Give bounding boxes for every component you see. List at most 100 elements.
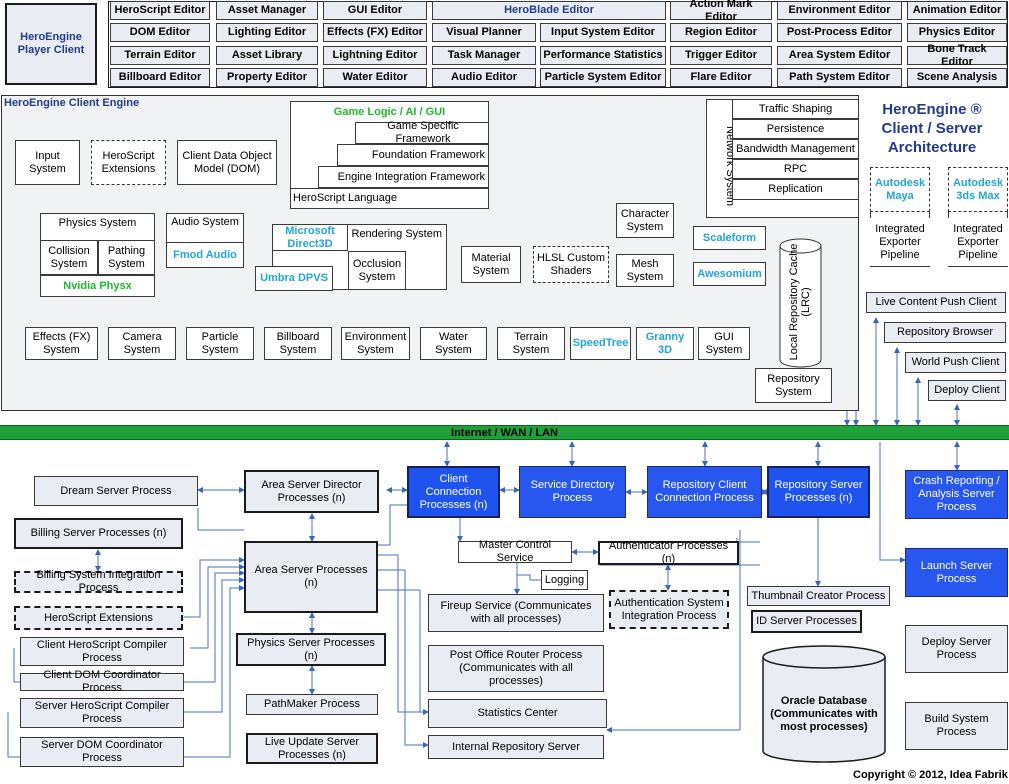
tool-environment-editor[interactable]: Environment Editor: [777, 1, 902, 20]
pathing-system: Pathing System: [98, 240, 155, 275]
server-label: Area Server Director Processes (n): [261, 478, 362, 504]
tool-label: Action Mark Editor: [689, 0, 753, 23]
logging-document: Logging: [541, 570, 588, 590]
player-client-box: HeroEngine Player Client: [5, 3, 97, 85]
subsystem-label: Billboard System: [276, 330, 320, 356]
3dsmax-label: Autodesk 3ds Max: [952, 176, 1004, 202]
gui-system: GUI System: [698, 327, 750, 360]
world-push-client[interactable]: World Push Client: [905, 352, 1006, 373]
server-label: Repository Client Connection Process: [655, 479, 754, 504]
tool-scene-analysis[interactable]: Scene Analysis: [907, 68, 1007, 87]
material-system: Material System: [461, 246, 521, 283]
tool-area-system-editor[interactable]: Area System Editor: [777, 46, 902, 65]
tool-property-editor[interactable]: Property Editor: [216, 68, 318, 87]
layer-label: Foundation Framework: [371, 148, 485, 161]
environment-system: Environment System: [341, 327, 410, 360]
deploy-client[interactable]: Deploy Client: [928, 380, 1006, 401]
tool-gui-editor[interactable]: GUI Editor: [323, 1, 427, 20]
repository-server-processes: Repository Server Processes (n): [767, 466, 870, 518]
tool-label: Bone Track Editor: [927, 42, 987, 68]
nvidia-physx-label: Nvidia Physx: [63, 279, 132, 292]
microsoft-direct3d: Microsoft Direct3D: [272, 224, 348, 251]
maya-pipeline-label: Integrated Exporter Pipeline: [875, 222, 925, 261]
server-label: Master Control Service: [478, 539, 552, 564]
tool-label: Visual Planner: [446, 26, 522, 38]
player-client-label: HeroEngine Player Client: [17, 31, 85, 56]
awesomium: Awesomium: [693, 262, 766, 286]
tool-visual-planner[interactable]: Visual Planner: [432, 23, 536, 42]
tool-bone-track-editor[interactable]: Bone Track Editor: [907, 43, 1007, 68]
repository-system: Repository System: [755, 368, 832, 403]
client-dom-label: Client Data Object Model (DOM): [182, 149, 272, 175]
tool-trigger-editor[interactable]: Trigger Editor: [670, 46, 772, 65]
scaleform-label: Scaleform: [702, 231, 757, 244]
tool-water-editor[interactable]: Water Editor: [323, 68, 427, 87]
lrc-cylinder: [779, 238, 822, 368]
tool-lightning-editor[interactable]: Lightning Editor: [323, 46, 427, 65]
tool-region-editor[interactable]: Region Editor: [670, 23, 772, 42]
tool-label: Lighting Editor: [227, 26, 307, 38]
repository-system-label: Repository System: [767, 372, 820, 398]
tool-terrain-editor[interactable]: Terrain Editor: [110, 46, 210, 65]
tool-path-system-editor[interactable]: Path System Editor: [777, 68, 902, 87]
3dsmax-exporter-pipeline: Integrated Exporter Pipeline: [948, 218, 1008, 266]
tool-physics-editor[interactable]: Physics Editor: [907, 23, 1007, 42]
server-label: Logging: [544, 573, 585, 586]
subsystem-label: Environment System: [344, 330, 407, 356]
service-directory-process: Service Directory Process: [519, 466, 626, 518]
net-item-label: Replication: [768, 183, 823, 195]
tool-asset-manager[interactable]: Asset Manager: [216, 1, 318, 20]
physics-system-label: Physics System: [58, 217, 137, 229]
tool-lighting-editor[interactable]: Lighting Editor: [216, 23, 318, 42]
tool-audio-editor[interactable]: Audio Editor: [432, 68, 536, 87]
internal-repository-server: Internal Repository Server: [428, 735, 604, 759]
server-label: Billing Server Processes (n): [30, 527, 167, 539]
title-line-2: Client / Server: [881, 120, 983, 137]
umbra-dpvs: Umbra DPVS: [255, 266, 333, 291]
server-label: Fireup Service (Communicates with all pr…: [440, 600, 592, 625]
hlsl-custom-shaders: HLSL Custom Shaders: [533, 246, 609, 283]
crash-reporting-server: Crash Reporting / Analysis Server Proces…: [905, 470, 1008, 519]
pathmaker-process: PathMaker Process: [246, 694, 378, 715]
collision-system-label: Collision System: [48, 244, 90, 270]
autodesk-3dsmax: Autodesk 3ds Max: [948, 167, 1008, 212]
tool-animation-editor[interactable]: Animation Editor: [907, 1, 1007, 20]
tool-particle-system-editor[interactable]: Particle System Editor: [540, 68, 666, 87]
tool-effects-editor[interactable]: Effects (FX) Editor: [323, 23, 427, 42]
title-line-1: HeroEngine ®: [882, 101, 982, 118]
input-system: Input System: [15, 140, 80, 185]
oracle-database-cylinder: [762, 645, 886, 763]
live-content-push-client[interactable]: Live Content Push Client: [866, 292, 1006, 313]
tool-label: Input System Editor: [551, 26, 655, 38]
tool-flare-editor[interactable]: Flare Editor: [670, 68, 772, 87]
tool-performance-statistics[interactable]: Performance Statistics: [540, 46, 666, 65]
launch-server-process: Launch Server Process: [905, 548, 1008, 597]
authenticator-processes: Authenticator Processes (n): [598, 540, 739, 565]
tool-post-process-editor[interactable]: Post-Process Editor: [777, 23, 902, 42]
repository-browser[interactable]: Repository Browser: [884, 322, 1006, 343]
server-label: Dream Server Process: [60, 484, 172, 497]
tool-heroscript-editor[interactable]: HeroScript Editor: [110, 1, 210, 20]
water-system: Water System: [420, 327, 487, 360]
tool-dom-editor[interactable]: DOM Editor: [110, 23, 210, 42]
area-server-director: Area Server Director Processes (n): [244, 470, 379, 513]
tool-asset-library[interactable]: Asset Library: [216, 46, 318, 65]
scaleform: Scaleform: [693, 226, 766, 250]
architecture-title: HeroEngine ® Client / Server Architectur…: [862, 100, 1002, 157]
tool-task-manager[interactable]: Task Manager: [432, 46, 536, 65]
awesomium-label: Awesomium: [697, 267, 762, 280]
terrain-system: Terrain System: [497, 327, 565, 360]
tool-billboard-editor[interactable]: Billboard Editor: [110, 68, 210, 87]
tool-input-system-editor[interactable]: Input System Editor: [540, 23, 666, 42]
tool-label: Trigger Editor: [684, 49, 758, 61]
server-label: Repository Server Processes (n): [774, 479, 863, 504]
camera-system: Camera System: [108, 327, 176, 360]
server-label: Oracle Database (Communicates with most …: [770, 694, 878, 733]
autodesk-maya: Autodesk Maya: [870, 167, 930, 212]
server-label: Client Connection Processes (n): [419, 472, 488, 511]
tool-action-mark-editor[interactable]: Action Mark Editor: [670, 0, 772, 23]
tool-label: Particle System Editor: [544, 71, 662, 83]
tool-label: Asset Manager: [227, 4, 307, 16]
input-system-label: Input System: [29, 149, 66, 175]
game-specific-framework: Game Specific Framework: [355, 120, 489, 145]
